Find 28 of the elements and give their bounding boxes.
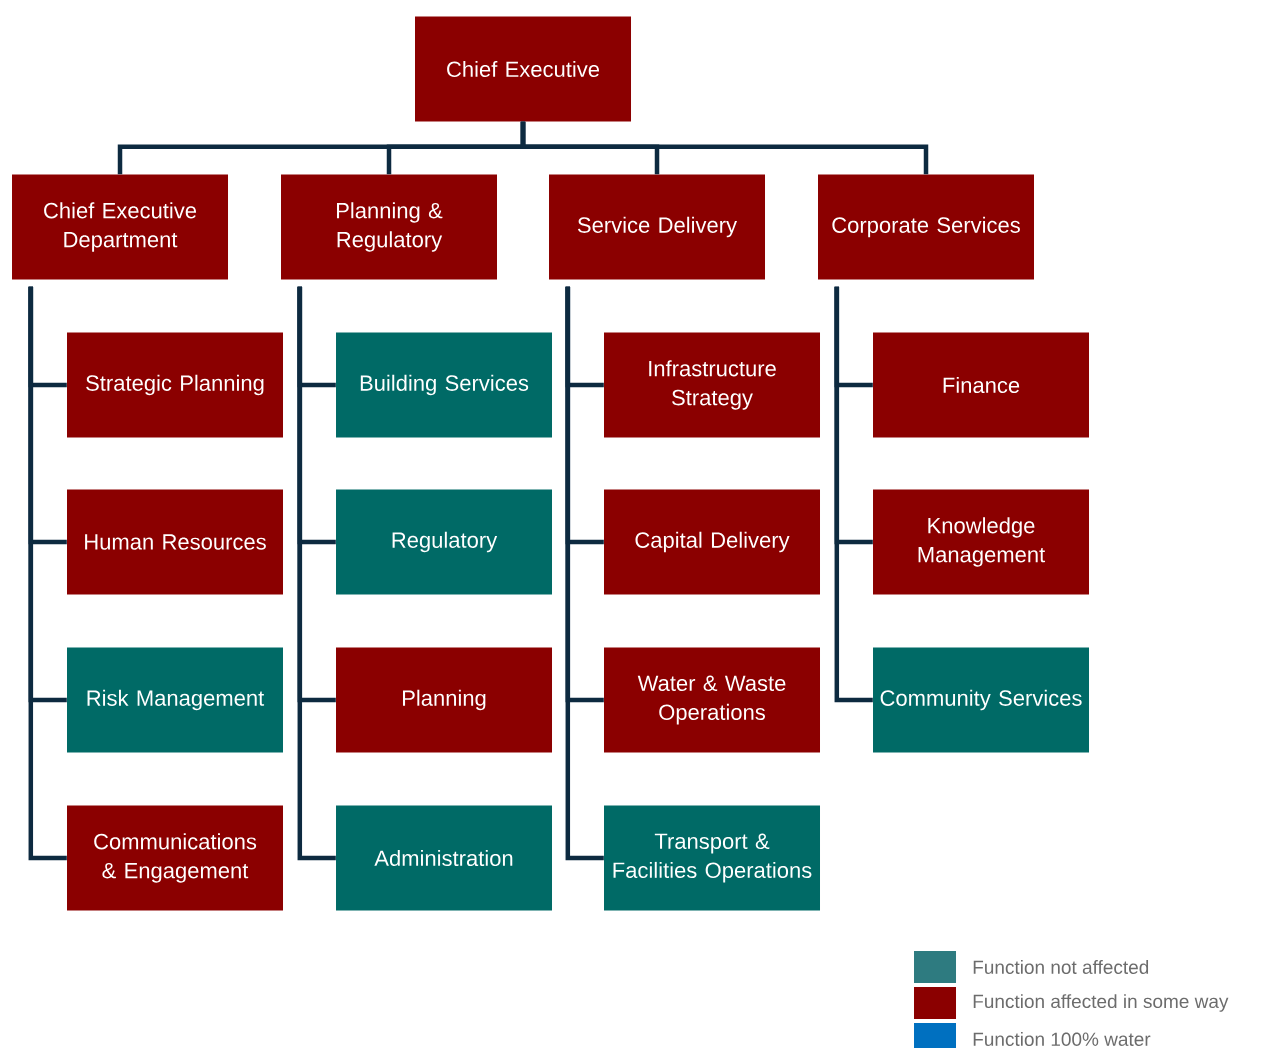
org-box: Communications & Engagement [67, 805, 283, 911]
legend-text: Function not affected [973, 960, 1149, 974]
connector-line [297, 286, 336, 861]
org-box: Transport & Facilities Operations [604, 805, 820, 911]
org-box: Administration [336, 805, 552, 911]
org-box: Regulatory [336, 489, 552, 595]
org-box: Planning & Regulatory [281, 174, 497, 280]
org-box: Strategic Planning [67, 332, 283, 438]
org-box: Finance [873, 332, 1089, 438]
legend-text: Function affected in some way [973, 994, 1229, 1012]
org-box: Chief Executive Department [12, 174, 228, 280]
org-box: Planning [336, 647, 552, 753]
org-box: Water & Waste Operations [604, 647, 820, 753]
org-box: Service Delivery [549, 174, 765, 280]
legend-text: Function 100% water [973, 1032, 1151, 1046]
connector-line [520, 121, 929, 175]
connector-line [28, 286, 67, 861]
connector-line [834, 286, 873, 703]
org-box: Risk Management [67, 647, 283, 753]
org-box: Infrastructure Strategy [604, 332, 820, 438]
org-box: Chief Executive [415, 16, 631, 122]
org-box: Capital Delivery [604, 489, 820, 595]
org-box: Knowledge Management [873, 489, 1089, 595]
connector-line [565, 286, 604, 861]
org-box: Building Services [336, 332, 552, 438]
org-box: Corporate Services [818, 174, 1034, 280]
org-box: Human Resources [67, 489, 283, 595]
org-box: Community Services [873, 647, 1089, 753]
